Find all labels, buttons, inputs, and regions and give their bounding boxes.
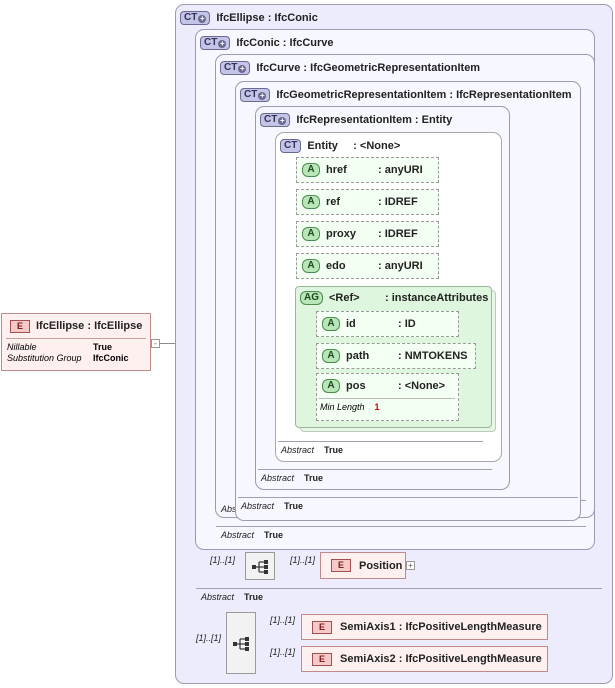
ct-header: CT+ IfcGeometricRepresentationItem : Ifc… (240, 87, 572, 103)
element-icon: E (10, 319, 30, 333)
element-name: Position (359, 559, 403, 572)
separator (258, 469, 492, 470)
ct-name: IfcGeometricRepresentationItem (276, 89, 447, 101)
cardinality-position: [1]..[1] (290, 555, 316, 565)
element-type: IfcEllipse (94, 320, 143, 332)
attribute-name: pos (346, 380, 366, 392)
sequence-position[interactable] (245, 552, 275, 580)
attribute-name: path (346, 350, 370, 362)
separator (238, 497, 578, 498)
attribute-type: IDREF (384, 228, 418, 240)
element-position[interactable]: E Position (320, 552, 406, 579)
attribute-icon: A (322, 317, 340, 331)
separator (196, 588, 602, 589)
attribute-icon: A (322, 349, 340, 363)
complex-type-icon: CT+ (260, 113, 291, 127)
attribute-ref[interactable]: A ref : IDREF (296, 189, 439, 215)
complex-type-icon: CT+ (180, 11, 211, 25)
attribute-icon: A (302, 163, 320, 177)
attribute-name: id (346, 318, 356, 330)
element-semiaxis2[interactable]: E SemiAxis2 : IfcPositiveLengthMeasure (301, 646, 548, 672)
ct-header: CT Entity : <None> (280, 138, 400, 154)
complex-type-icon: CT+ (240, 88, 271, 102)
attribute-icon: A (302, 227, 320, 241)
ct-base: <None> (359, 140, 401, 152)
ct-base: IfcCurve (289, 37, 334, 49)
element-semiaxis1[interactable]: E SemiAxis1 : IfcPositiveLengthMeasure (301, 614, 548, 640)
ct-header: CT+ IfcRepresentationItem : Entity (260, 112, 452, 128)
attribute-id[interactable]: A id : ID (316, 311, 459, 337)
element-name: SemiAxis2 (340, 653, 396, 665)
attribute-name: href (326, 164, 347, 176)
attribute-group-icon: AG (300, 291, 323, 305)
element-icon: E (312, 620, 332, 634)
ct-base: IfcConic (274, 12, 318, 24)
attribute-pos-row: A pos : <None> (317, 374, 445, 398)
cardinality-semiaxis1: [1]..[1] (270, 615, 296, 625)
root-element-header: E IfcEllipse : IfcEllipse (2, 314, 150, 338)
attribute-type: ID (404, 318, 416, 330)
ct-name: Entity (307, 140, 338, 152)
cardinality-semi-axes: [1]..[1] (196, 633, 222, 643)
separator (216, 526, 586, 527)
attribute-type: anyURI (384, 260, 423, 272)
ct-header: CT+ IfcCurve : IfcGeometricRepresentatio… (220, 60, 480, 76)
ct-base: IfcRepresentationItem (456, 89, 572, 101)
attribute-type: IDREF (384, 196, 418, 208)
element-type: IfcPositiveLengthMeasure (405, 653, 542, 665)
attribute-href[interactable]: A href : anyURI (296, 157, 439, 183)
attribute-name: ref (326, 196, 341, 208)
ag-type: instanceAttributes (391, 292, 489, 304)
sequence-semi-axes[interactable] (226, 612, 256, 674)
sequence-icon (252, 560, 268, 574)
ct-name: IfcEllipse (216, 12, 265, 24)
sequence-icon (233, 637, 249, 651)
cardinality-semiaxis2: [1]..[1] (270, 647, 296, 657)
attribute-name: edo (326, 260, 346, 272)
ag-name: <Ref> (329, 292, 360, 304)
ct-header: CT+ IfcEllipse : IfcConic (180, 10, 318, 26)
cardinality-position-outer: [1]..[1] (210, 555, 236, 565)
attribute-type: <None> (404, 380, 446, 392)
ct-name: IfcCurve (256, 62, 301, 74)
attribute-type: NMTOKENS (404, 350, 468, 362)
expand-toggle[interactable]: - (151, 339, 160, 348)
ct-name: IfcConic (236, 37, 280, 49)
attribute-proxy[interactable]: A proxy : IDREF (296, 221, 439, 247)
attribute-path[interactable]: A path : NMTOKENS (316, 343, 476, 369)
complex-type-icon: CT+ (220, 61, 251, 75)
separator (278, 441, 483, 442)
element-icon: E (331, 559, 351, 572)
element-name: SemiAxis1 (340, 621, 396, 633)
attribute-icon: A (322, 379, 340, 393)
attribute-edo[interactable]: A edo : anyURI (296, 253, 439, 279)
element-name: IfcEllipse (36, 320, 85, 332)
complex-type-icon: CT+ (200, 36, 231, 50)
ct-base: IfcGeometricRepresentationItem (310, 62, 481, 74)
ct-base: Entity (421, 114, 453, 126)
ag-header: AG <Ref> : instanceAttributes (300, 290, 488, 306)
connector-root-h (152, 343, 186, 344)
attribute-icon: A (302, 195, 320, 209)
complex-type-icon: CT (280, 139, 302, 153)
attribute-name: proxy (326, 228, 356, 240)
attribute-type: anyURI (384, 164, 423, 176)
attribute-icon: A (302, 259, 320, 273)
element-icon: E (312, 652, 332, 666)
element-type: IfcPositiveLengthMeasure (405, 621, 542, 633)
ct-name: IfcRepresentationItem (296, 114, 412, 126)
expand-position-icon[interactable]: + (406, 561, 415, 570)
ct-header: CT+ IfcConic : IfcCurve (200, 35, 334, 51)
